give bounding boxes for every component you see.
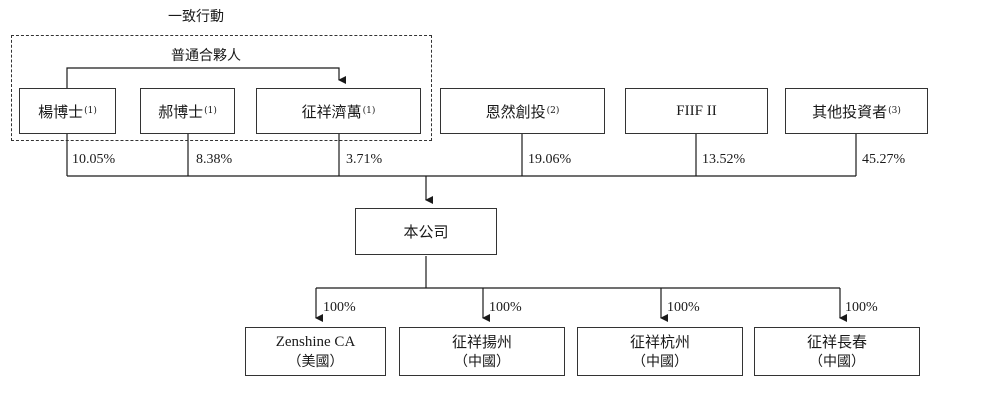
shareholder-box-yang: 楊博士(1) [19,88,116,134]
footnote-ref: (1) [204,106,217,116]
shareholder-box-others: 其他投資者(3) [785,88,928,134]
subsidiary-name: 征祥長春 [806,332,867,351]
gp-connector [66,67,346,88]
company-box: 本公司 [355,208,497,255]
footnote-ref: (1) [84,106,97,116]
shareholding-pct: 13.52% [702,152,746,167]
shareholder-box-fiif: FIIF II [625,88,768,134]
shareholder-name: 征祥濟萬 [301,102,362,121]
subsidiary-pct: 100% [667,300,700,315]
subsidiary-name: 征祥揚州 [451,332,512,351]
subsidiary-location: （美國） [287,353,344,370]
shareholding-pct: 3.71% [346,152,383,167]
shareholding-pct: 45.27% [862,152,906,167]
subsidiary-name: 征祥杭州 [629,332,690,351]
shareholder-name: 恩然創投 [485,102,546,121]
subsidiary-name: Zenshine CA [275,333,356,350]
shareholder-box-hao: 郝博士(1) [140,88,235,134]
subsidiary-box-hangzhou: 征祥杭州 （中國） [577,327,743,376]
shareholder-name: 其他投資者 [812,102,888,121]
company-name: 本公司 [403,223,449,241]
footnote-ref: (3) [888,106,901,116]
shareholder-name: FIIF II [676,102,717,119]
subsidiary-pct: 100% [845,300,878,315]
shareholding-pct: 10.05% [72,152,116,167]
concert-party-group [11,35,432,141]
concert-party-label: 一致行動 [168,9,224,25]
subsidiary-pct: 100% [323,300,356,315]
shareholder-name: 郝博士 [158,102,204,121]
subsidiary-location: （中國） [809,353,865,370]
shareholder-box-zhengxiang-jiwan: 征祥濟萬(1) [256,88,421,134]
general-partnership-label: 普通合夥人 [171,48,241,64]
subsidiary-box-yangzhou: 征祥揚州 （中國） [399,327,565,376]
shareholding-pct: 8.38% [196,152,233,167]
footnote-ref: (1) [362,106,376,116]
footnote-ref: (2) [546,106,560,116]
subsidiary-pct: 100% [489,300,522,315]
subsidiary-box-zenshine-ca: Zenshine CA （美國） [245,327,386,376]
shareholding-pct: 19.06% [528,152,572,167]
shareholder-name: 楊博士 [38,102,84,121]
shareholder-box-enran: 恩然創投(2) [440,88,605,134]
subsidiary-box-changchun: 征祥長春 （中國） [754,327,920,376]
subsidiary-location: （中國） [632,353,688,370]
subsidiary-location: （中國） [454,353,510,370]
